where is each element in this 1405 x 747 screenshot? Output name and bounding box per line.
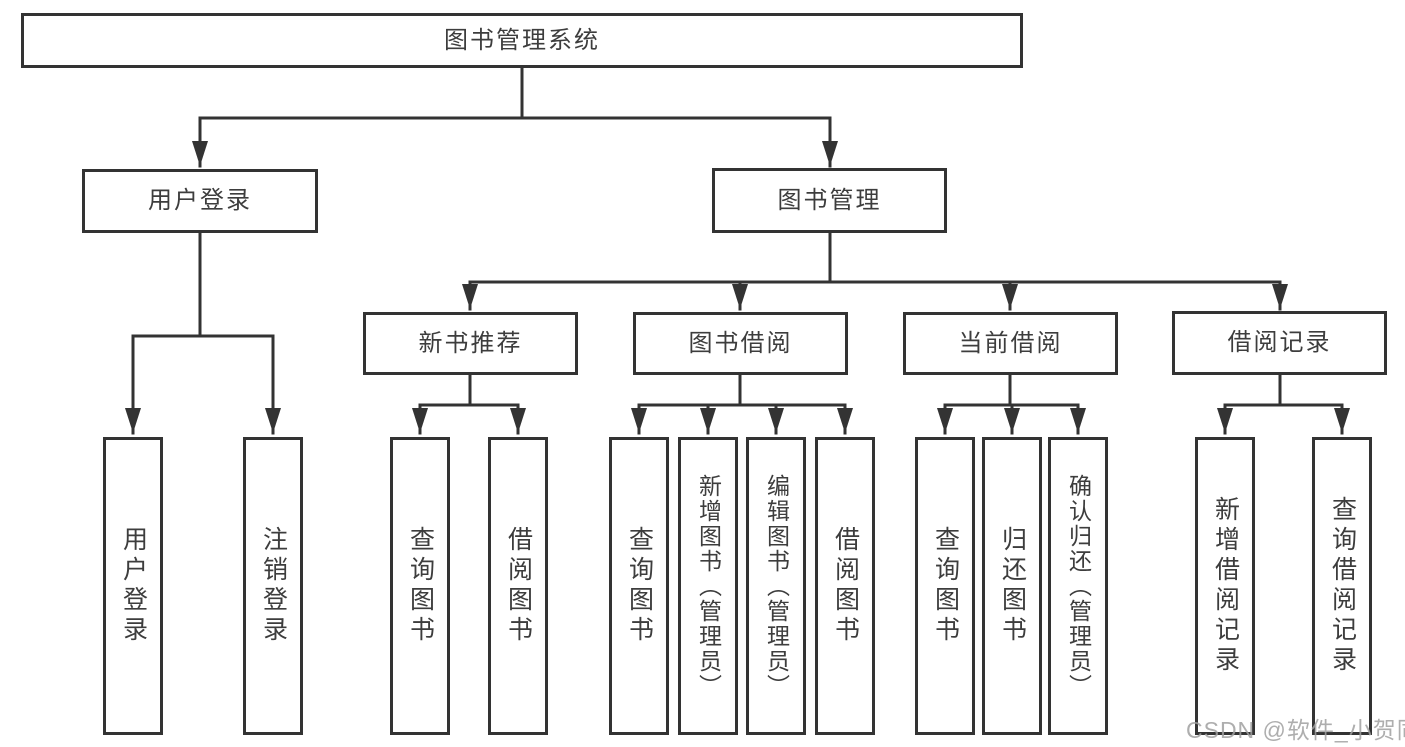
leaf-return-books: 归还图书 [982, 437, 1042, 735]
node-book-management: 图书管理 [712, 168, 947, 233]
csdn-watermark: CSDN @软件_小贺同学 [1186, 717, 1405, 743]
leaf-query-books-borrowing: 查询图书 [609, 437, 669, 735]
node-current-borrowing-label: 当前借阅 [958, 329, 1063, 357]
leaf-borrow-books-recommend-label: 借阅图书 [504, 526, 533, 646]
leaf-query-books-recommend-label: 查询图书 [406, 526, 435, 646]
node-user-login-label: 用户登录 [148, 187, 252, 214]
leaf-query-books-current-label: 查询图书 [931, 526, 960, 646]
leaf-query-books-current: 查询图书 [915, 437, 975, 735]
leaf-query-books-borrowing-label: 查询图书 [625, 526, 654, 646]
node-new-book-recommendation: 新书推荐 [363, 312, 578, 375]
leaf-return-books-label: 归还图书 [998, 526, 1027, 646]
node-borrowing-records-label: 借阅记录 [1227, 329, 1332, 356]
leaf-confirm-return-admin-label: 确认归还（管理员） [1065, 473, 1092, 699]
node-new-book-recommendation-label: 新书推荐 [418, 329, 523, 357]
leaf-query-borrow-record-label: 查询借阅记录 [1328, 496, 1357, 676]
leaf-add-borrow-record: 新增借阅记录 [1195, 437, 1255, 735]
leaf-add-book-admin-label: 新增图书（管理员） [695, 473, 722, 699]
leaf-add-borrow-record-label: 新增借阅记录 [1211, 496, 1240, 676]
leaf-borrow-books-borrowing-label: 借阅图书 [831, 526, 860, 646]
leaf-edit-book-admin-label: 编辑图书（管理员） [763, 473, 790, 699]
leaf-query-borrow-record: 查询借阅记录 [1312, 437, 1372, 735]
leaf-logout-label: 注销登录 [259, 526, 288, 646]
node-current-borrowing: 当前借阅 [903, 312, 1118, 375]
node-borrowing-records: 借阅记录 [1172, 311, 1387, 375]
node-book-management-label: 图书管理 [777, 186, 882, 214]
node-book-borrowing: 图书借阅 [633, 312, 848, 375]
node-root-label: 图书管理系统 [444, 26, 600, 54]
leaf-logout: 注销登录 [243, 437, 303, 735]
leaf-user-login: 用户登录 [103, 437, 163, 735]
leaf-borrow-books-recommend: 借阅图书 [488, 437, 548, 735]
node-book-borrowing-label: 图书借阅 [688, 329, 793, 357]
leaf-query-books-recommend: 查询图书 [390, 437, 450, 735]
node-root: 图书管理系统 [21, 13, 1023, 68]
leaf-user-login-label: 用户登录 [119, 526, 148, 646]
leaf-edit-book-admin: 编辑图书（管理员） [746, 437, 806, 735]
leaf-add-book-admin: 新增图书（管理员） [678, 437, 738, 735]
leaf-borrow-books-borrowing: 借阅图书 [815, 437, 875, 735]
node-user-login: 用户登录 [82, 169, 318, 233]
leaf-confirm-return-admin: 确认归还（管理员） [1048, 437, 1108, 735]
